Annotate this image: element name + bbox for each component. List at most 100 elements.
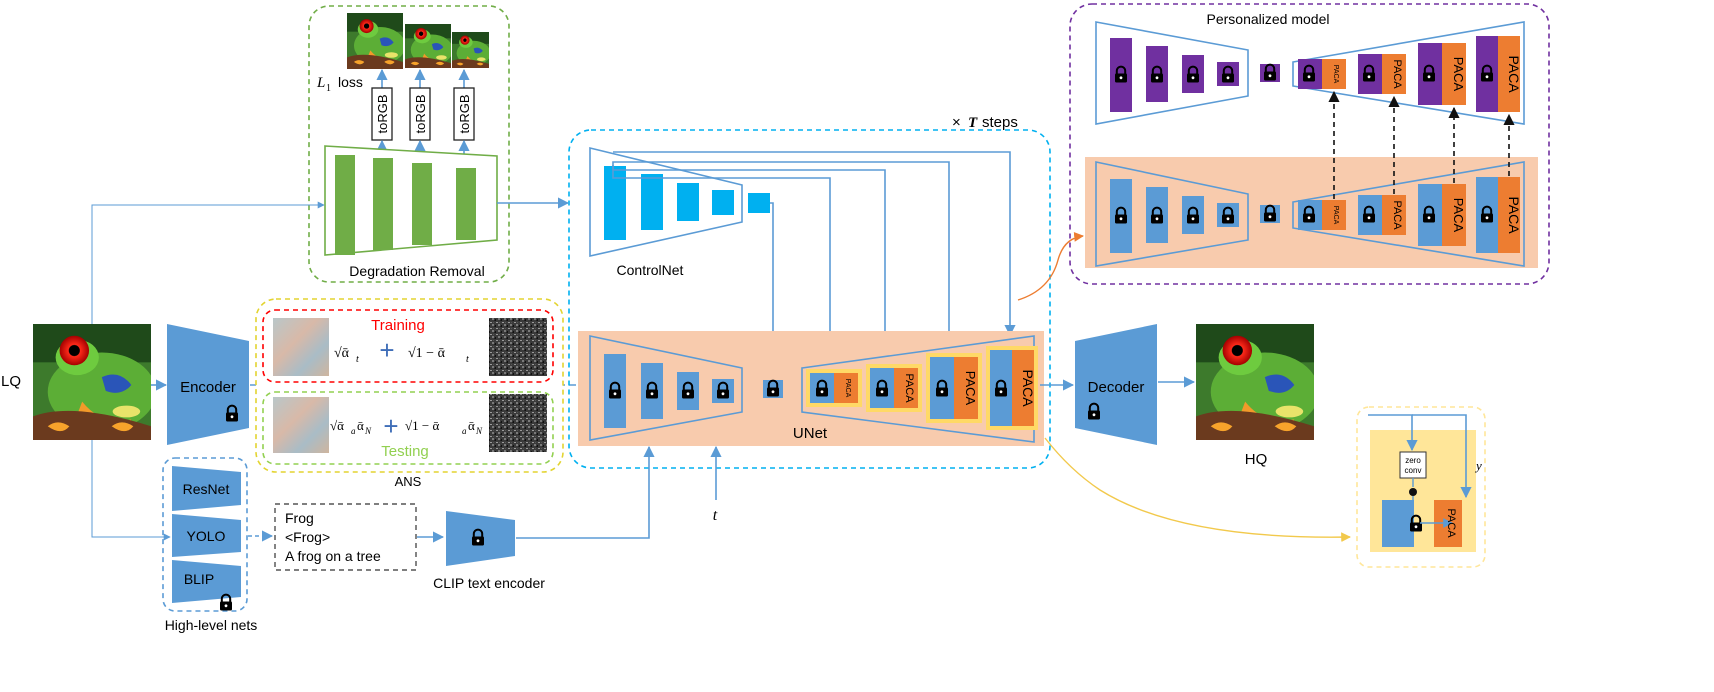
prompt-line: <Frog> (285, 529, 330, 545)
svg-text:PACA: PACA (1451, 198, 1466, 233)
plus-sign: + (379, 335, 394, 365)
svg-text:YOLO: YOLO (187, 528, 226, 544)
unet-paca-block: PACA (926, 353, 982, 423)
testing-label: Testing (381, 443, 429, 460)
svg-text:BLIP: BLIP (184, 571, 214, 587)
orange-transfer-curve (1017, 232, 1084, 301)
noise-image (489, 318, 547, 376)
svg-text:ᾱ: ᾱ (357, 418, 364, 433)
high-level-nets-label: High-level nets (165, 617, 258, 633)
svg-text:PACA: PACA (1332, 65, 1339, 84)
plus-sign: + (383, 411, 398, 441)
training-box (262, 309, 554, 383)
prompt-line: Frog (285, 510, 314, 526)
degradation-frog-images (347, 13, 489, 69)
testing-formula-a: √ᾱ a ᾱ N (330, 418, 372, 436)
unet-paca-block: PACA (866, 364, 922, 412)
torgb-boxes: toRGB toRGB toRGB (371, 87, 475, 141)
svg-text:PACA: PACA (1391, 59, 1403, 89)
t-steps-label: × T steps (952, 114, 1018, 131)
hq-frog-image (1196, 324, 1314, 440)
svg-text:PACA: PACA (1506, 196, 1522, 234)
personalized-paca-block: PACA (1298, 59, 1346, 89)
unet-paca-block: PACA (986, 346, 1038, 430)
training-label: Training (371, 317, 425, 334)
trained-paca-block: PACA (1476, 177, 1522, 253)
degradation-removal-network (324, 145, 498, 256)
trained-paca-block: PACA (1298, 200, 1346, 230)
svg-text:N: N (364, 426, 372, 436)
frog-image (452, 32, 489, 68)
add-node (1409, 488, 1417, 496)
svg-text:ResNet: ResNet (183, 481, 230, 497)
torgb-label: toRGB (457, 94, 472, 133)
net-yolo: YOLO (172, 514, 241, 557)
personalized-model-frame (1069, 3, 1550, 285)
svg-text:PACA: PACA (1332, 206, 1339, 225)
svg-text:steps: steps (982, 114, 1018, 131)
t-label: t (713, 507, 718, 524)
latent-image (273, 318, 329, 376)
control-connections (612, 151, 1016, 377)
zero-conv-label: zero (1405, 456, 1421, 465)
svg-text:ᾱ: ᾱ (468, 418, 475, 433)
svg-text:a: a (462, 426, 467, 436)
unet-paca-block: PACA (806, 369, 862, 407)
ans-label: ANS (395, 474, 422, 489)
svg-text:T: T (968, 115, 978, 131)
svg-text:PACA: PACA (1391, 200, 1403, 230)
unet-decoder (801, 335, 1035, 443)
trained-paca-block: PACA (1358, 195, 1406, 235)
frog-image (347, 13, 403, 69)
text-prompts-box (274, 503, 417, 571)
encoder-label: Encoder (180, 379, 236, 396)
paca-transfer-arrows (1328, 90, 1515, 199)
decoder-label: Decoder (1088, 379, 1145, 396)
torgb-label: toRGB (375, 94, 390, 133)
torgb-label: toRGB (413, 94, 428, 133)
frog-image (405, 24, 451, 68)
personalized-decoder (1292, 21, 1525, 125)
unet-label: UNet (793, 425, 828, 442)
prompt-line: A frog on a tree (285, 548, 381, 564)
personalized-model-label: Personalized model (1207, 11, 1330, 27)
l1-loss-text: loss (338, 74, 363, 90)
degradation-removal-frame (308, 5, 510, 283)
lq-label: LQ (1, 373, 21, 390)
controlnet-encoder (589, 146, 743, 257)
net-blip: BLIP (172, 560, 241, 603)
degradation-removal-label: Degradation Removal (349, 263, 484, 279)
degradation-feature-blocks (335, 155, 476, 255)
svg-text:×: × (952, 114, 961, 131)
svg-text:N: N (475, 426, 483, 436)
personalized-paca-block: PACA (1358, 54, 1406, 94)
noise-image (489, 394, 547, 452)
hq-label: HQ (1245, 451, 1268, 468)
lq-frog-image (33, 324, 151, 440)
y-label: y (1474, 458, 1482, 473)
testing-box (262, 391, 554, 465)
svg-text:√ᾱ: √ᾱ (334, 346, 350, 361)
training-formula-b: √1 − ᾱ t (408, 346, 469, 365)
diffusion-steps-frame (568, 129, 1051, 469)
yellow-detail-curve (1044, 437, 1351, 543)
svg-text:t: t (356, 354, 359, 365)
svg-text:√ᾱ: √ᾱ (330, 418, 344, 433)
l1-symbol: L (316, 75, 325, 91)
paca-label: PACA (1445, 508, 1457, 538)
svg-text:a: a (351, 426, 356, 436)
net-resnet: ResNet (172, 466, 241, 511)
personalized-paca-block: PACA (1418, 43, 1466, 105)
svg-text:√1 − ᾱ: √1 − ᾱ (408, 346, 446, 361)
personalized-paca-block: PACA (1476, 36, 1522, 112)
zero-conv-label: conv (1405, 466, 1422, 475)
svg-text:PACA: PACA (844, 379, 851, 398)
controlnet-label: ControlNet (617, 262, 684, 278)
svg-text:√1 − ᾱ: √1 − ᾱ (405, 418, 439, 433)
svg-text:PACA: PACA (963, 371, 978, 406)
svg-text:PACA: PACA (1020, 369, 1036, 407)
unet-encoder (589, 335, 743, 441)
high-level-nets-frame (162, 457, 248, 612)
clip-text-encoder-label: CLIP text encoder (433, 575, 545, 591)
